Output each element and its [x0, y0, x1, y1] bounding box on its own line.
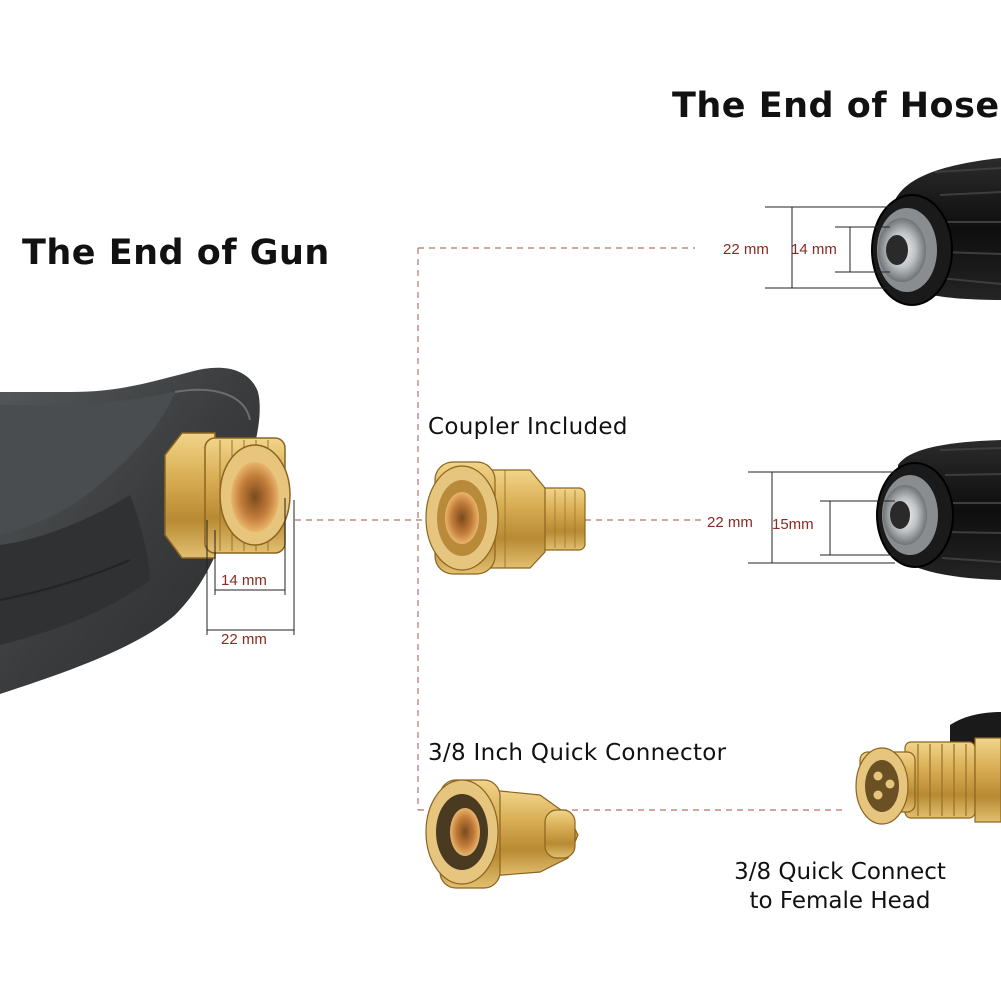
coupler-image — [425, 461, 586, 575]
female-head-caption-line-2: to Female Head — [749, 888, 931, 914]
hose-1-dimension-lines — [765, 206, 890, 289]
hose-end-title: The End of Hose — [672, 86, 1000, 126]
gun-dimension-lines — [206, 498, 295, 635]
hose-end-2-image — [876, 440, 1001, 580]
gun-inner-dimension: 14 mm — [221, 572, 267, 589]
gun-brass-fitting-image — [164, 432, 291, 559]
hose-2-inner-dimension: 15mm — [772, 516, 814, 533]
coupler-label: Coupler Included — [428, 414, 628, 440]
quick-connector-label: 3/8 Inch Quick Connector — [428, 740, 727, 766]
hose-1-outer-dimension: 22 mm — [723, 241, 769, 258]
hose-end-1-image — [871, 158, 1001, 306]
female-head-caption-line-1: 3/8 Quick Connect — [734, 859, 946, 885]
gun-outer-dimension: 22 mm — [221, 631, 267, 648]
hose-1-inner-dimension: 14 mm — [791, 241, 837, 258]
quick-connector-image — [425, 779, 579, 889]
female-head-image — [855, 712, 1001, 825]
gun-end-title: The End of Gun — [22, 233, 330, 273]
hose-2-dimension-lines — [748, 471, 895, 564]
female-head-caption: 3/8 Quick Connect to Female Head — [715, 858, 965, 916]
hose-2-outer-dimension: 22 mm — [707, 514, 753, 531]
